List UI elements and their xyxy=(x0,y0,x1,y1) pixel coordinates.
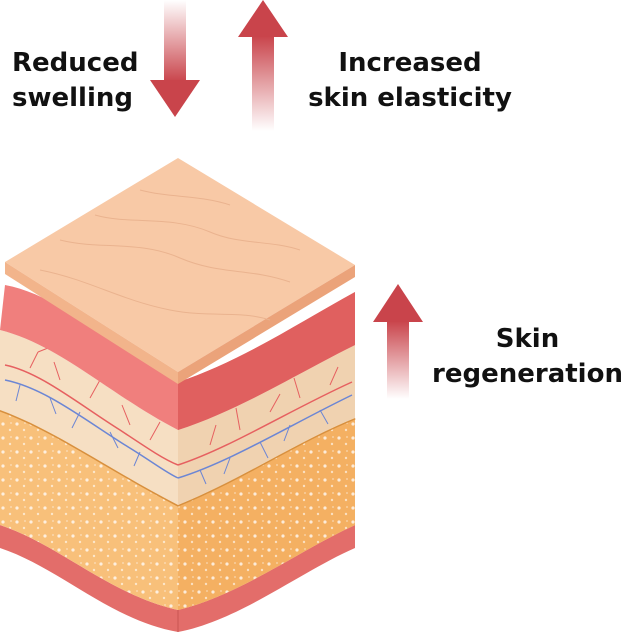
dermis-layer xyxy=(0,330,355,505)
skin-regeneration-label: Skin regeneration xyxy=(430,322,623,392)
red-layer xyxy=(0,285,355,430)
arrow-down-icon xyxy=(150,0,200,117)
fat-layer xyxy=(0,408,356,610)
reduced-swelling-line2: swelling xyxy=(12,83,133,113)
reduced-swelling-line1: Reduced xyxy=(12,48,139,78)
skin-regeneration-line1: Skin xyxy=(495,324,560,354)
epidermis-layer xyxy=(5,158,355,384)
increased-elasticity-label: Increased skin elasticity xyxy=(305,46,515,116)
arrow-up-icon xyxy=(238,0,288,131)
increased-elasticity-line2: skin elasticity xyxy=(308,83,512,113)
skin-regeneration-line2: regeneration xyxy=(432,359,623,389)
arrow-up-icon xyxy=(373,284,423,399)
base-layer xyxy=(0,525,355,632)
reduced-swelling-label: Reduced swelling xyxy=(12,46,138,116)
increased-elasticity-line1: Increased xyxy=(338,48,482,78)
